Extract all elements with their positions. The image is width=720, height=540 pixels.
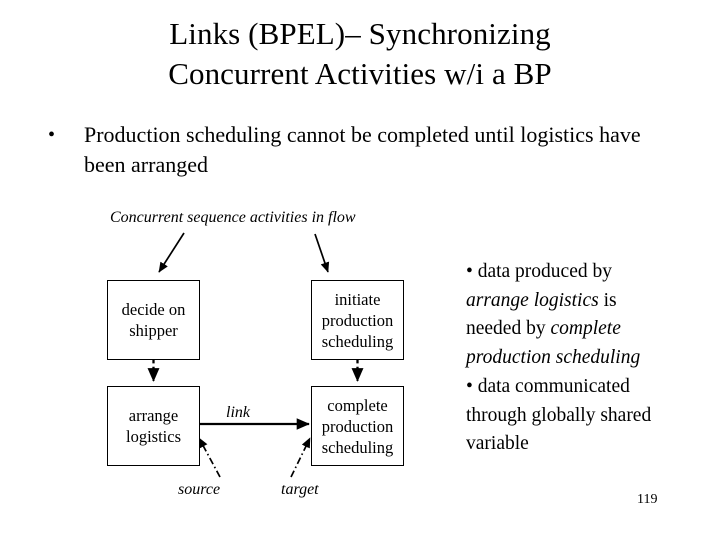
note-2-line-2: through globally shared — [466, 402, 710, 431]
annotation-text-run: is — [598, 289, 617, 311]
main-bullet-item: • Production scheduling cannot be comple… — [48, 120, 668, 180]
diagram-caption: Concurrent sequence activities in flow — [110, 209, 356, 226]
annotation-text-run: through globally shared — [466, 404, 652, 426]
note-2-line-1: • data communicated — [466, 373, 710, 402]
flow-box-label: decide on shipper — [121, 300, 186, 340]
flow-box-label: complete production scheduling — [321, 395, 394, 457]
annotation-text-run: needed by — [466, 318, 551, 340]
flow-box-label: initiate production scheduling — [321, 289, 394, 351]
diagram-connectors — [147, 232, 364, 478]
annotation-text-run: • data produced by — [466, 261, 612, 282]
annotation-text-run: arrange logistics — [466, 289, 599, 311]
annotation-text-run: production scheduling — [466, 347, 641, 369]
caption-arrow-right — [314, 233, 330, 273]
annotation-text-run: complete — [550, 318, 621, 340]
flow-box-initiate-production-scheduling[interactable]: initiate production scheduling — [311, 280, 404, 360]
edge-label-source: source — [178, 481, 221, 498]
page-title-line-1: Links (BPEL)– Synchronizing — [169, 16, 551, 51]
page-number: 119 — [637, 492, 658, 507]
source-callout-arrow — [198, 437, 221, 478]
caption-arrow-left — [158, 232, 185, 273]
annotation-text-run: variable — [466, 433, 529, 455]
note-1-line-1: • data produced by — [466, 258, 710, 287]
note-2-line-3: variable — [466, 430, 710, 459]
target-callout-arrow — [290, 437, 311, 478]
edge-label-link: link — [226, 404, 250, 421]
page-title: Links (BPEL)– Synchronizing Concurrent A… — [40, 14, 680, 94]
note-1-line-4: production scheduling — [466, 344, 710, 373]
bullet-glyph-icon: • — [48, 124, 56, 146]
note-1-line-2: arrange logistics is — [466, 287, 710, 316]
flow-box-arrange-logistics[interactable]: arrange logistics — [107, 386, 200, 466]
flow-box-complete-production-scheduling[interactable]: complete production scheduling — [311, 386, 404, 466]
flow-box-label: arrange logistics — [125, 406, 181, 446]
main-bullet-text: Production scheduling cannot be complete… — [84, 122, 641, 177]
note-1-line-3: needed by complete — [466, 315, 710, 344]
flow-box-decide-on-shipper[interactable]: decide on shipper — [107, 280, 200, 360]
page-title-line-2: Concurrent Activities w/i a BP — [168, 56, 552, 91]
flow-diagram: Concurrent sequence activities in flow d… — [107, 209, 404, 498]
edge-label-target: target — [281, 481, 319, 498]
annotation-text-run: • data communicated — [466, 375, 630, 397]
